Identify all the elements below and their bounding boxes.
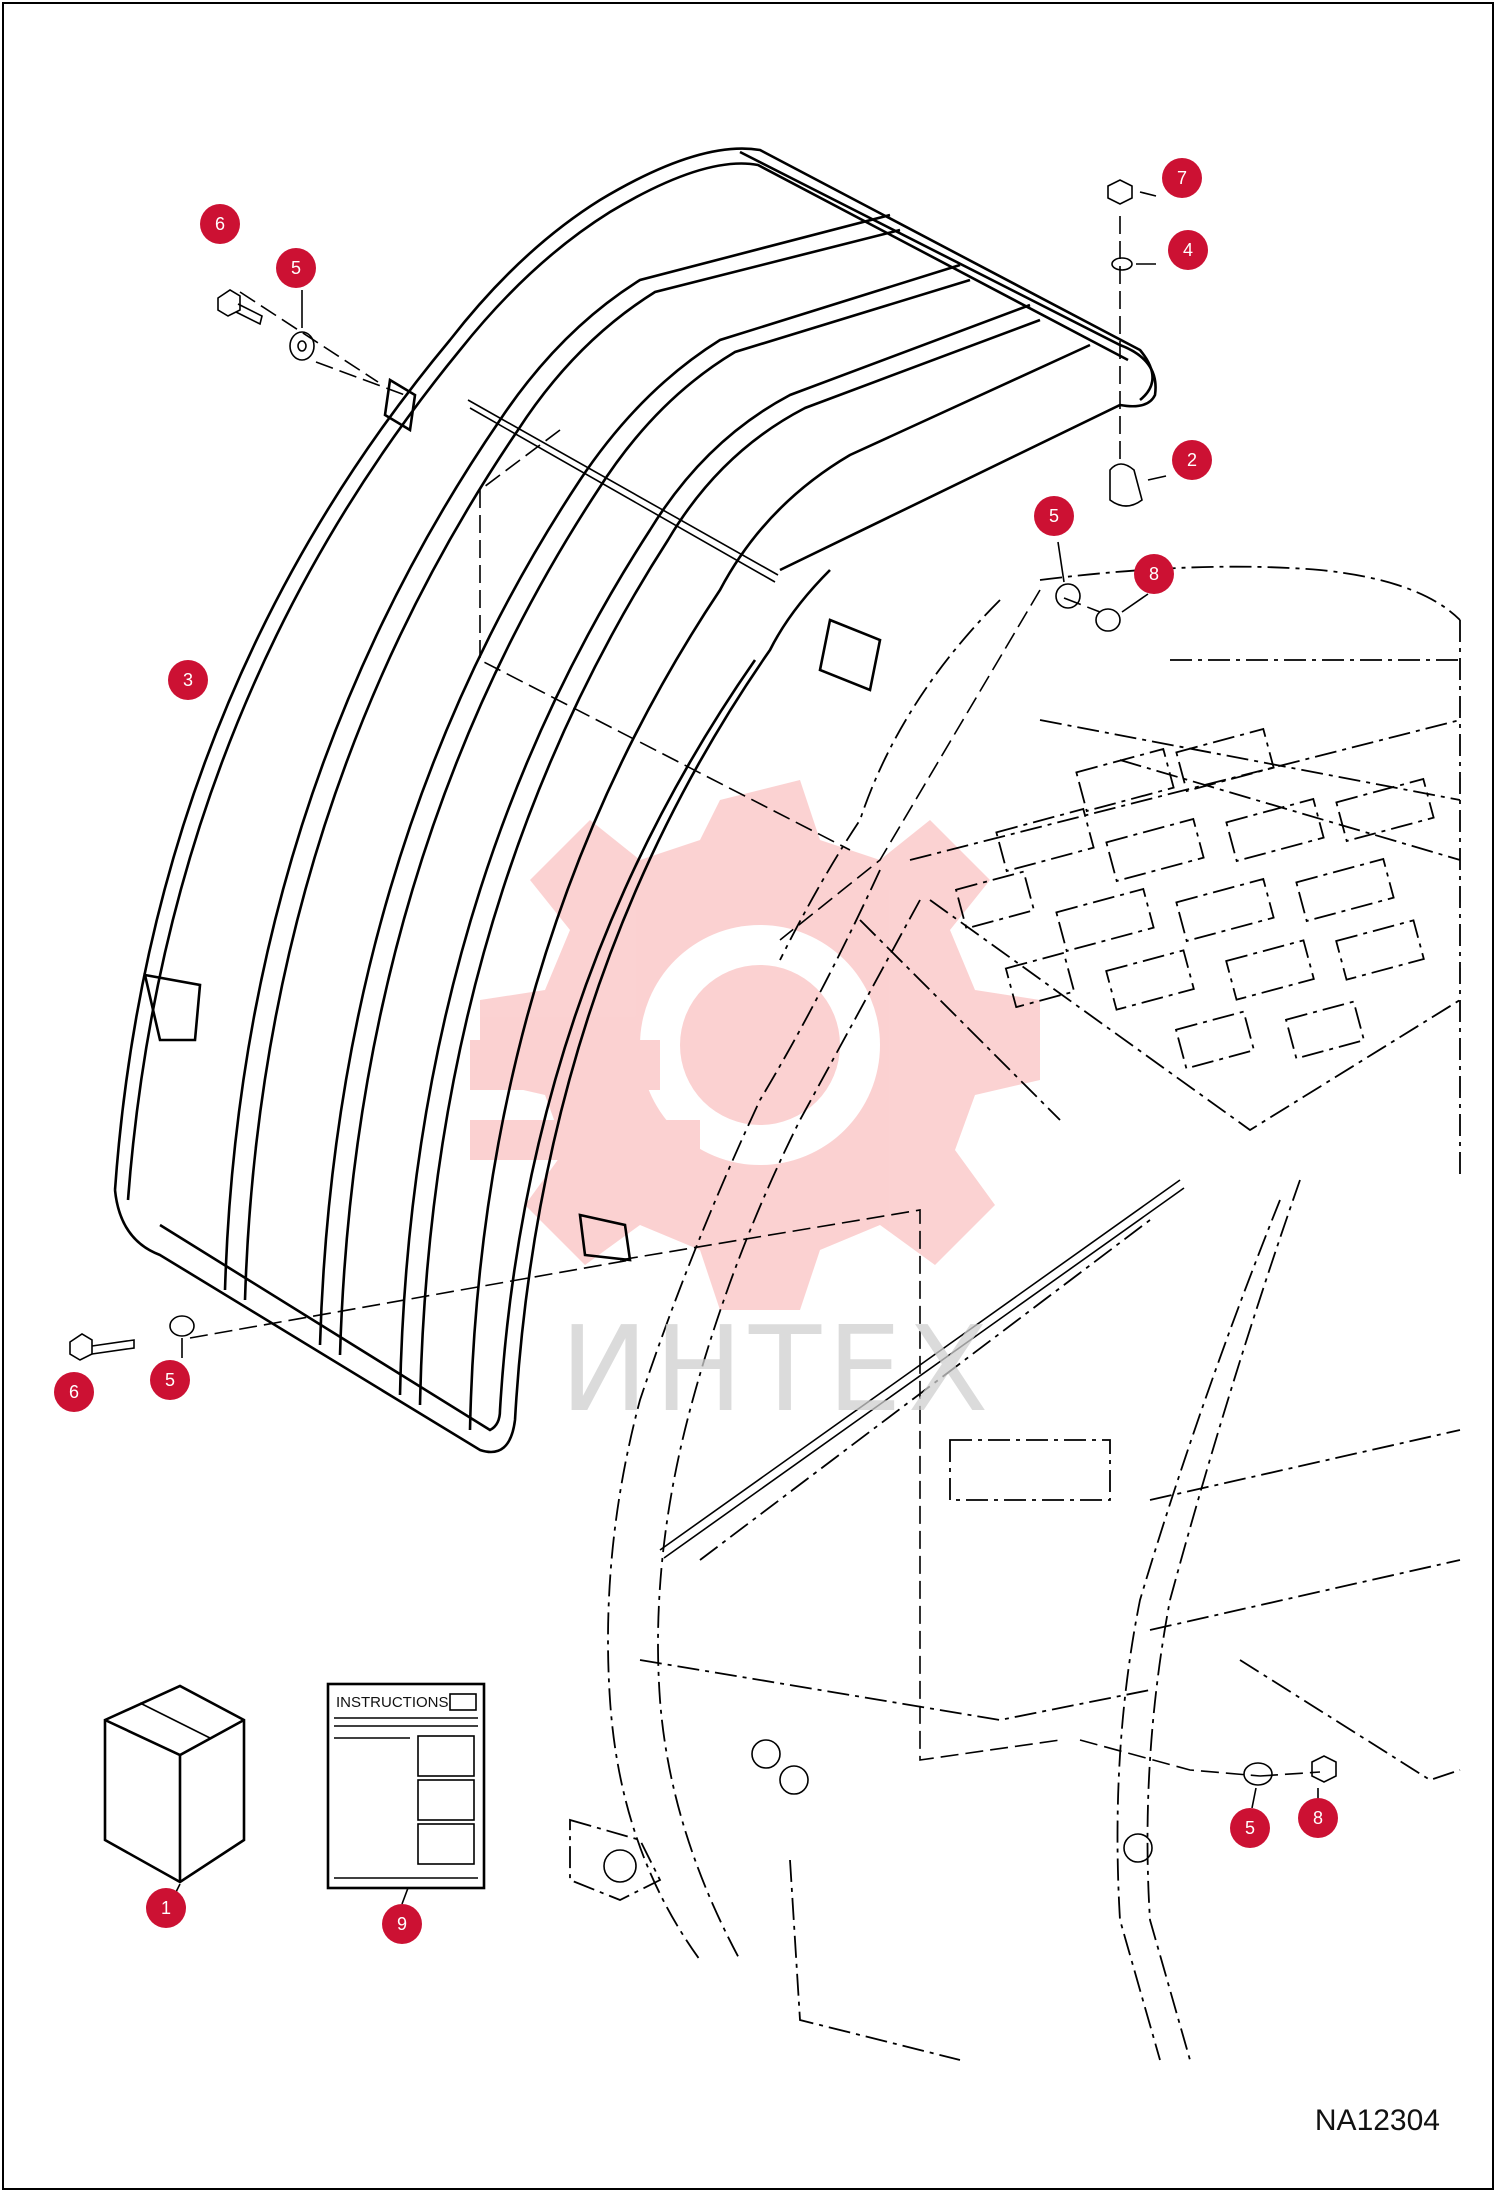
instructions-sheet-icon [326, 1682, 486, 1890]
callout-6: 6 [54, 1372, 94, 1412]
machine-frame-outline [569, 565, 1461, 2061]
callout-8: 8 [1298, 1798, 1338, 1838]
callout-5: 5 [1230, 1808, 1270, 1848]
callout-5: 5 [276, 248, 316, 288]
callout-leaders [171, 191, 1319, 1905]
gear-watermark-icon [470, 780, 1040, 1310]
washer-icon [169, 1315, 195, 1337]
nut-icon [1095, 608, 1121, 632]
callout-7: 7 [1162, 158, 1202, 198]
nut-icon [1311, 1755, 1337, 1783]
callout-8: 8 [1134, 554, 1174, 594]
callout-3: 3 [168, 660, 208, 700]
callout-9: 9 [382, 1904, 422, 1944]
washer-icon [289, 331, 315, 361]
callout-2: 2 [1172, 440, 1212, 480]
figure-id: NA12304 [1314, 2104, 1440, 2137]
nut-icon [1107, 179, 1133, 205]
washer-icon [1243, 1762, 1273, 1786]
callout-1: 1 [146, 1888, 186, 1928]
callout-4: 4 [1168, 230, 1208, 270]
callout-6: 6 [200, 204, 240, 244]
box-icon [103, 1684, 246, 1884]
washer-icon [1055, 583, 1081, 609]
washer-small-icon [1111, 257, 1133, 271]
watermark-text: ИНТЕХ [560, 1300, 995, 1438]
bumper-icon [1109, 463, 1143, 507]
bolt-icon [217, 289, 263, 326]
roof-guard-rails [113, 147, 1157, 1454]
callout-5: 5 [150, 1360, 190, 1400]
callout-5: 5 [1034, 496, 1074, 536]
bolt-icon [69, 1333, 135, 1361]
assembly-leader-lines [189, 216, 1321, 1777]
instructions-label: INSTRUCTIONS [336, 1694, 449, 1711]
